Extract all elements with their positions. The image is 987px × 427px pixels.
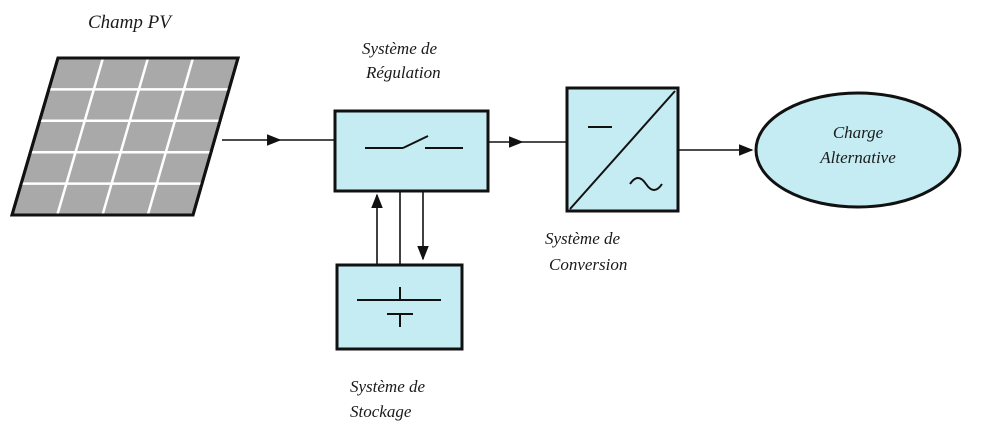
pv-grid-line bbox=[146, 57, 195, 216]
conversion-label-line2: Conversion bbox=[549, 255, 627, 274]
regulation-block bbox=[333, 109, 490, 193]
pv-panel-outline bbox=[9, 56, 240, 217]
load-label-line1: Charge bbox=[833, 123, 884, 142]
load-ellipse bbox=[754, 91, 962, 209]
load-label-line2: Alternative bbox=[819, 148, 896, 167]
battery-icon bbox=[357, 287, 441, 327]
regulation-label-line2: Régulation bbox=[365, 63, 441, 82]
pv-grid-line bbox=[101, 57, 150, 216]
storage-label-line1: Système de bbox=[350, 377, 426, 396]
storage-block bbox=[335, 263, 464, 351]
inverter-icon bbox=[569, 90, 676, 210]
ac-symbol bbox=[629, 177, 663, 191]
storage-label-line2: Stockage bbox=[350, 402, 412, 421]
pv-grid-line bbox=[56, 57, 105, 216]
pv-panel bbox=[9, 56, 240, 217]
regulation-label-line1: Système de bbox=[362, 39, 438, 58]
pv-field-label: Champ PV bbox=[88, 12, 173, 33]
conversion-label-line1: Système de bbox=[545, 229, 621, 248]
switch-icon bbox=[365, 135, 463, 149]
